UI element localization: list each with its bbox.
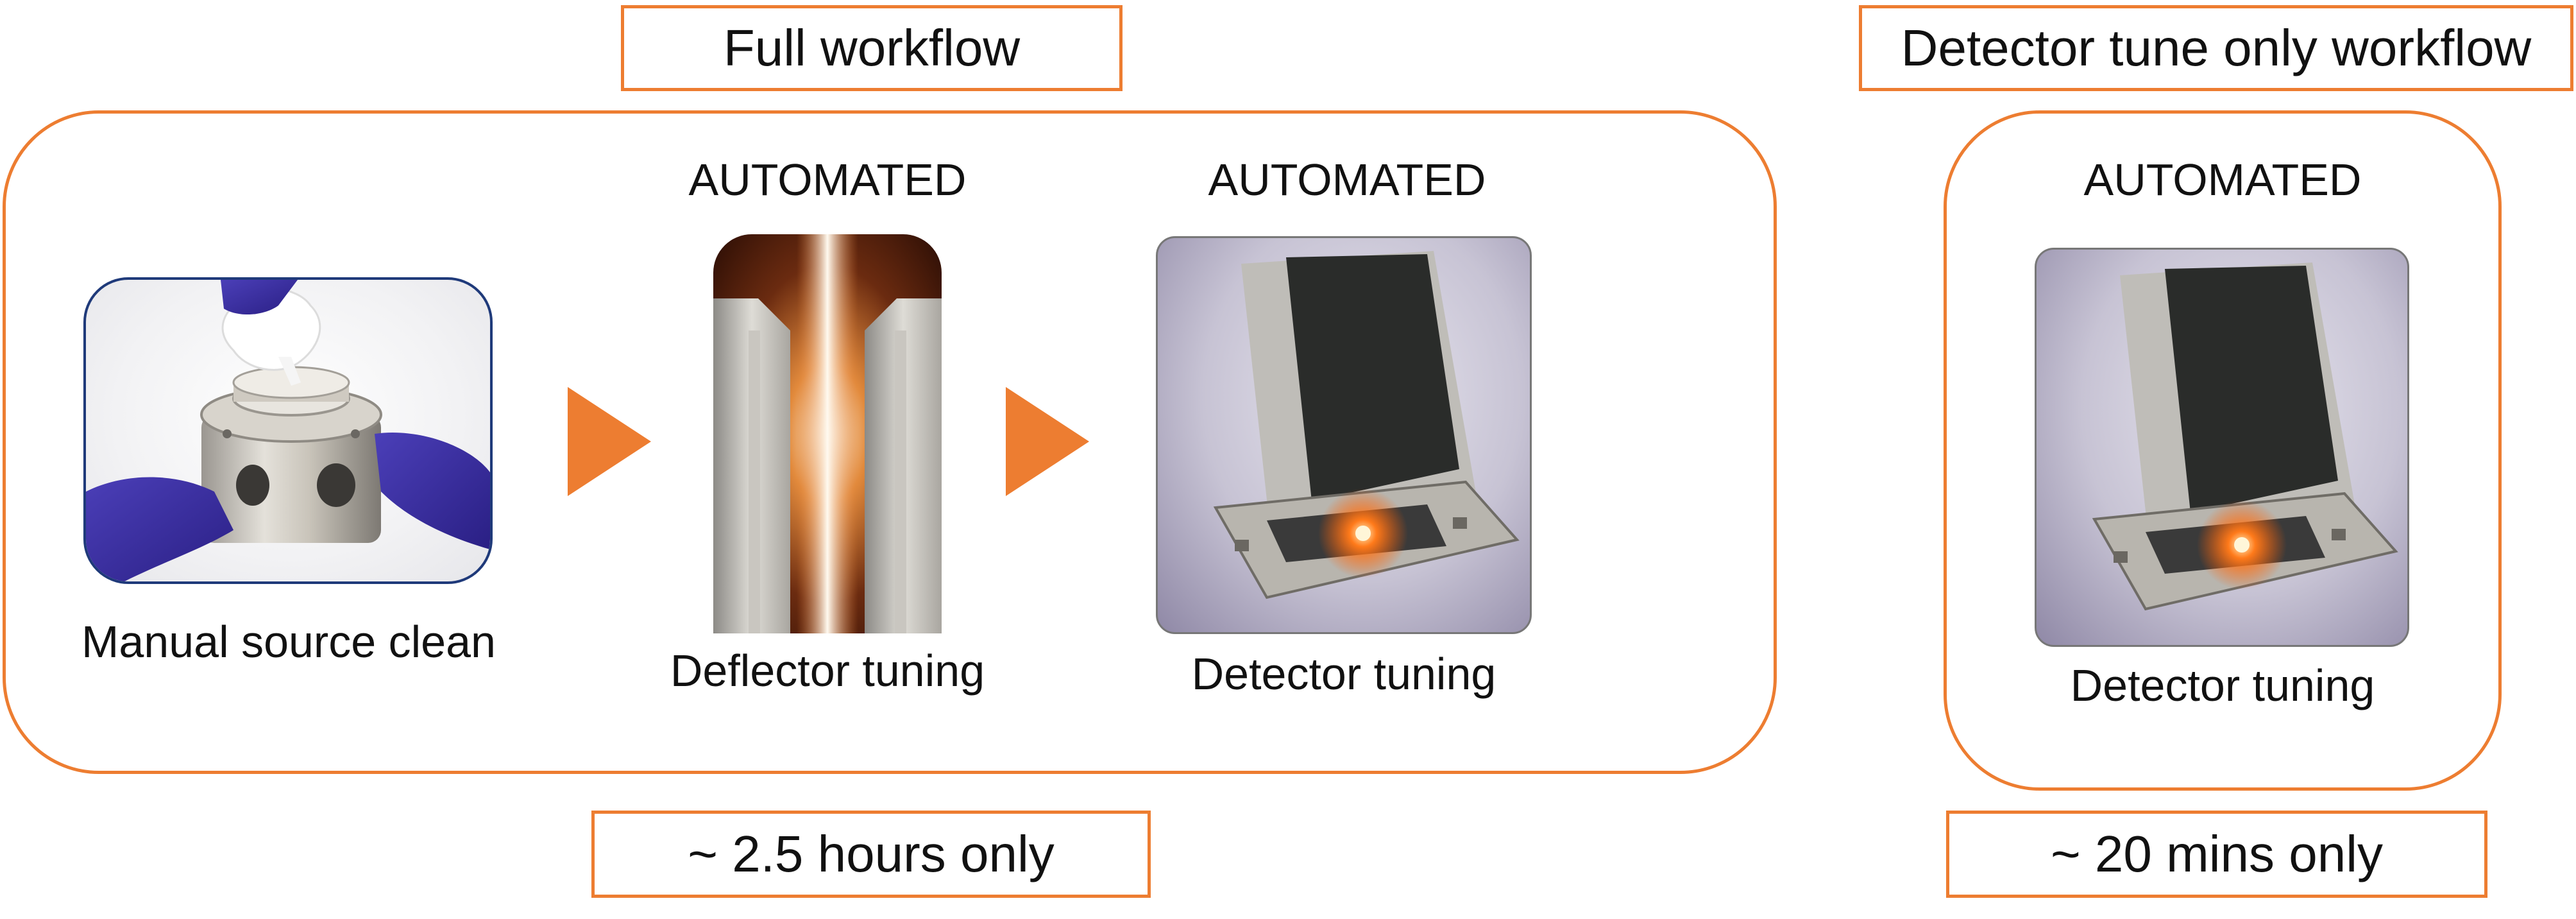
- deflector-photo: [713, 234, 942, 633]
- full-workflow-title-box: Full workflow: [621, 5, 1123, 91]
- deflector-illustration: [713, 234, 942, 633]
- arrow-right-icon: [568, 387, 651, 496]
- full-workflow-duration-box: ~ 2.5 hours only: [591, 811, 1151, 898]
- step-automation-deflector: AUTOMATED: [688, 155, 967, 205]
- step-automation-detector: AUTOMATED: [1208, 155, 1486, 205]
- step-label-deflector: Deflector tuning: [670, 646, 985, 696]
- detector-only-duration: ~ 20 mins only: [2050, 825, 2384, 882]
- detector-illustration: [1213, 251, 1520, 599]
- detector-illustration: [2092, 262, 2398, 611]
- full-workflow-title: Full workflow: [723, 19, 1021, 76]
- arrow-right-icon: [1006, 387, 1089, 496]
- detector-only-duration-box: ~ 20 mins only: [1946, 811, 2487, 898]
- step-label-detector-only: Detector tuning: [2070, 660, 2375, 710]
- source-clean-photo: [83, 277, 493, 584]
- source-clean-illustration: [86, 280, 490, 581]
- detector-photo: [2035, 248, 2409, 647]
- step-label-detector: Detector tuning: [1191, 649, 1496, 699]
- step-automation-detector-only: AUTOMATED: [2083, 155, 2362, 205]
- step-label-source-clean: Manual source clean: [81, 617, 496, 667]
- detector-photo: [1156, 236, 1532, 634]
- detector-only-title: Detector tune only workflow: [1901, 19, 2532, 76]
- detector-only-title-box: Detector tune only workflow: [1859, 5, 2573, 91]
- full-workflow-duration: ~ 2.5 hours only: [688, 825, 1055, 882]
